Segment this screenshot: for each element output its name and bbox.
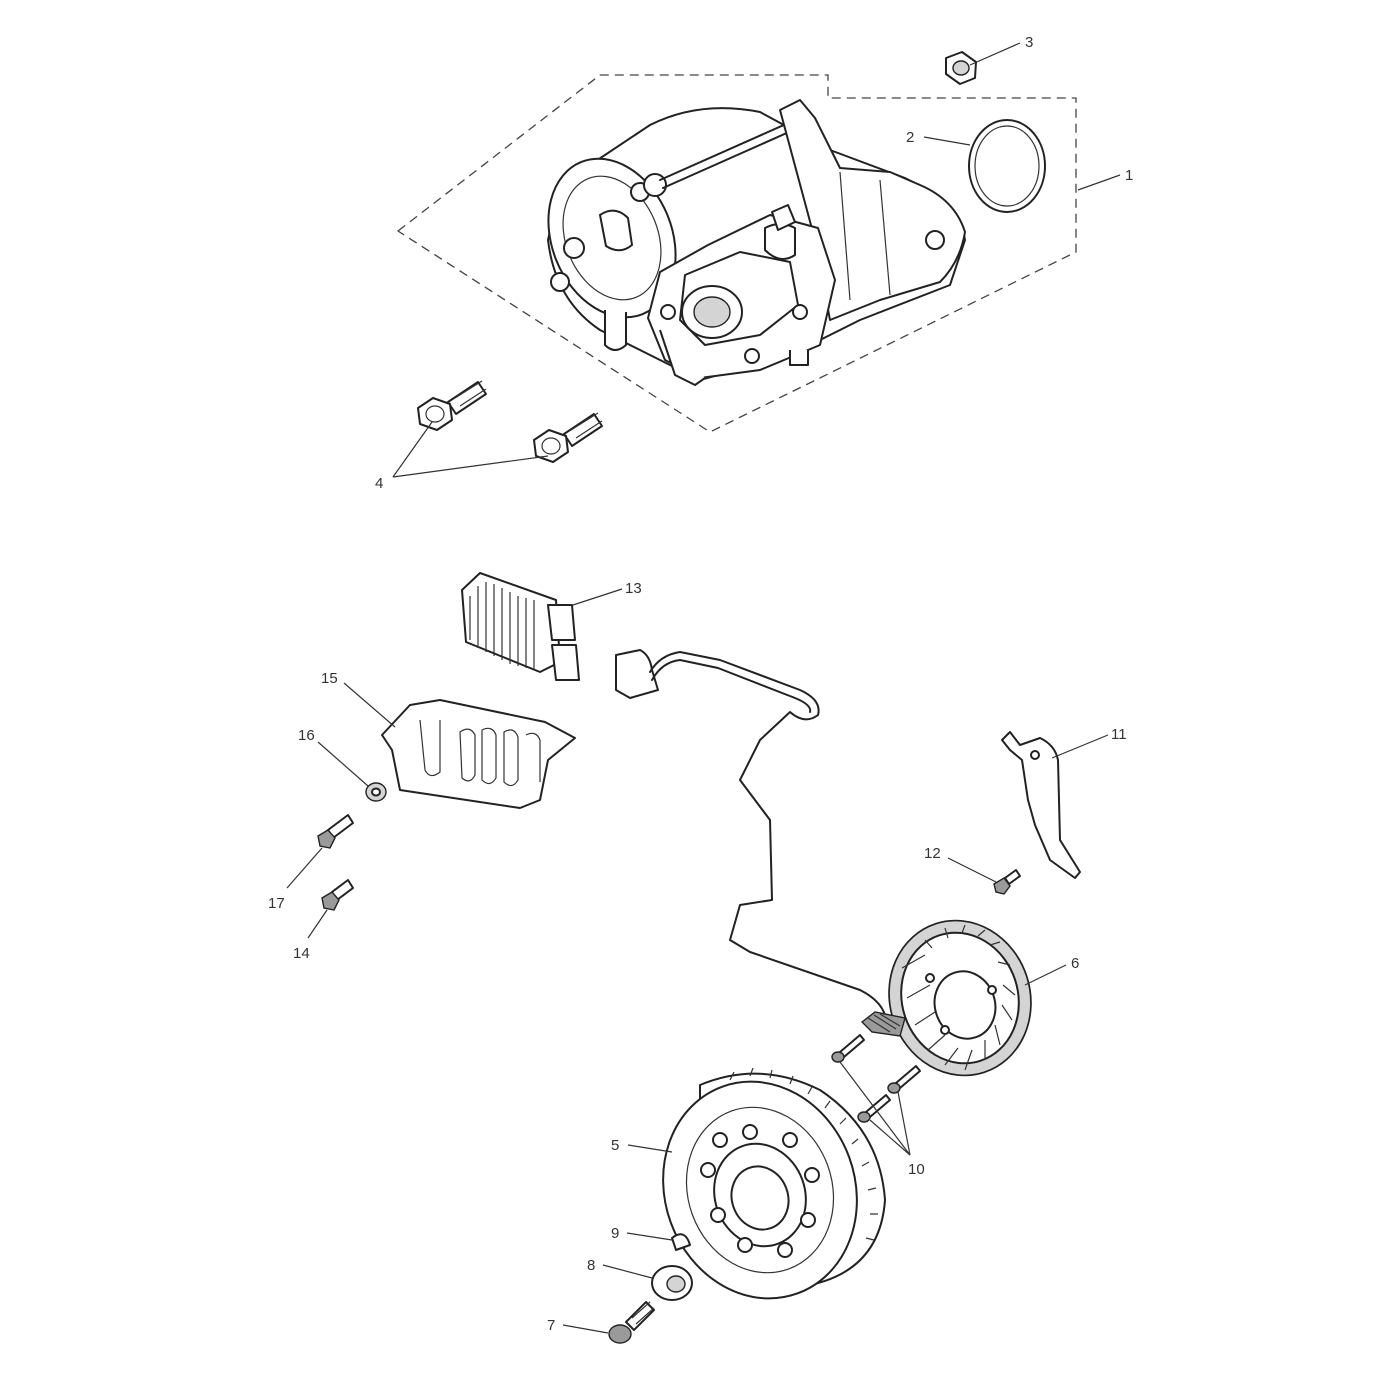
callout-3: 3 xyxy=(1025,34,1033,51)
leader-line-6 xyxy=(1024,964,1067,986)
leader-line-13 xyxy=(572,588,623,606)
leader-line-11 xyxy=(1051,734,1109,759)
leader-line-15 xyxy=(343,682,396,728)
stator-screw xyxy=(831,1034,865,1063)
starter-mounting-bolt xyxy=(417,380,487,431)
rotor-bolt xyxy=(608,1301,655,1344)
leader-line-4b xyxy=(392,455,549,478)
stator-screw xyxy=(857,1094,891,1123)
stator-wiring-harness xyxy=(615,649,886,1016)
callout-1: 1 xyxy=(1125,167,1133,184)
callout-2: 2 xyxy=(906,129,914,146)
rotor-washer xyxy=(651,1265,693,1301)
leader-line-7 xyxy=(562,1324,609,1334)
regulator-rectifier xyxy=(461,572,580,681)
callout-14: 14 xyxy=(293,945,310,962)
callout-9: 9 xyxy=(611,1225,619,1242)
leader-line-17 xyxy=(286,847,323,889)
leader-line-16 xyxy=(317,741,369,787)
leader-line-10c xyxy=(897,1091,911,1156)
callout-10: 10 xyxy=(908,1161,925,1178)
leader-line-5 xyxy=(627,1144,673,1153)
callout-7: 7 xyxy=(547,1317,555,1334)
leader-line-2 xyxy=(923,136,971,146)
leader-line-3 xyxy=(969,42,1021,66)
screw xyxy=(317,814,354,849)
nut xyxy=(945,51,977,85)
washer xyxy=(365,782,387,802)
callout-6: 6 xyxy=(1071,955,1079,972)
callout-16: 16 xyxy=(298,727,315,744)
callout-12: 12 xyxy=(924,845,941,862)
callout-4: 4 xyxy=(375,475,383,492)
screw xyxy=(993,869,1021,895)
callout-17: 17 xyxy=(268,895,285,912)
leader-line-12 xyxy=(947,857,997,883)
stator-screw xyxy=(887,1065,921,1094)
leader-line-8 xyxy=(602,1264,653,1279)
woodruff-key xyxy=(671,1233,691,1251)
callout-13: 13 xyxy=(625,580,642,597)
callout-15: 15 xyxy=(321,670,338,687)
bracket xyxy=(1001,731,1081,879)
stator xyxy=(860,919,1032,1077)
starter-motor xyxy=(547,99,966,386)
starter-mounting-bolt xyxy=(533,412,603,463)
leader-line-4a xyxy=(392,421,433,478)
leader-line-1 xyxy=(1077,174,1121,191)
leader-line-14 xyxy=(307,909,328,939)
leader-line-10a xyxy=(839,1061,911,1156)
callout-11: 11 xyxy=(1111,726,1127,743)
leader-line-10b xyxy=(869,1119,911,1156)
leader-line-9 xyxy=(626,1232,673,1241)
starter-assembly-dashed-outline xyxy=(396,74,1077,433)
callout-8: 8 xyxy=(587,1257,595,1274)
screw xyxy=(321,879,354,911)
callout-5: 5 xyxy=(611,1137,619,1154)
rotor xyxy=(662,1067,886,1300)
o-ring xyxy=(968,119,1046,213)
regulator-cover xyxy=(381,699,576,809)
